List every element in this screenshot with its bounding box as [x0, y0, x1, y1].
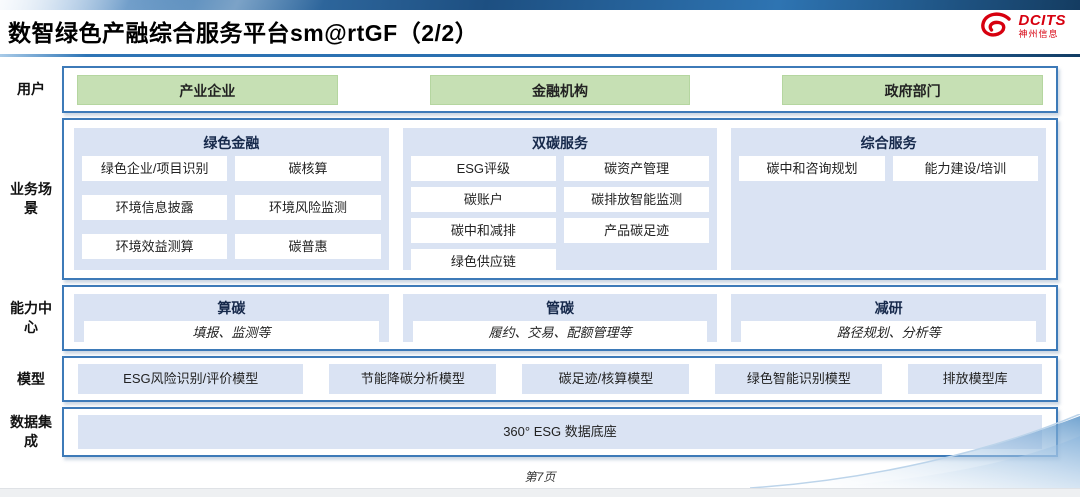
scenarios-row-box: 绿色金融 绿色企业/项目识别 碳核算 环境信息披露 环境风险监测 环境效益测算 …: [62, 118, 1058, 280]
architecture-diagram: 用户 产业企业 金融机构 政府部门 业务场景 绿色金融 绿色企业/项目识别 碳核…: [0, 66, 1058, 459]
row-models: 模型 ESG风险识别/评价模型 节能降碳分析模型 碳足迹/核算模型 绿色智能识别…: [0, 356, 1058, 402]
row-business-scenarios: 业务场景 绿色金融 绿色企业/项目识别 碳核算 环境信息披露 环境风险监测 环境…: [0, 118, 1058, 280]
logo-text: DCITS 神州信息: [1019, 13, 1067, 39]
data-integration-row-box: 360° ESG 数据底座: [62, 407, 1058, 457]
capability-desc: 履约、交易、配额管理等: [412, 321, 708, 345]
capability-panel-reduce-research: 减研 路径规划、分析等: [731, 294, 1047, 345]
model-item: ESG风险识别/评价模型: [78, 364, 304, 394]
dcits-logo: DCITS 神州信息: [977, 12, 1067, 40]
capability-panel-manage-carbon: 管碳 履约、交易、配额管理等: [402, 294, 718, 345]
capability-desc: 填报、监测等: [84, 321, 379, 345]
user-type-industry: 产业企业: [77, 74, 338, 105]
model-item: 排放模型库: [908, 364, 1042, 394]
panel-title-green-finance: 绿色金融: [203, 135, 260, 151]
row-label-data-integration: 数据集成: [10, 414, 52, 449]
comprehensive-services-grid: 碳中和咨询规划 能力建设/培训: [739, 156, 1039, 181]
green-finance-grid: 绿色企业/项目识别 碳核算 环境信息披露 环境风险监测 环境效益测算 碳普惠: [82, 156, 381, 259]
row-label-users: 用户: [17, 81, 45, 98]
scenario-item: 碳资产管理: [564, 156, 710, 181]
panel-dual-carbon: 双碳服务 ESG评级 碳资产管理 碳账户 碳排放智能监测 碳中和减排 产品碳足迹…: [402, 128, 718, 274]
scenario-item: 碳排放智能监测: [564, 187, 710, 212]
capability-title: 算碳: [217, 300, 246, 316]
user-type-government: 政府部门: [782, 74, 1043, 105]
scenario-item: 碳核算: [235, 156, 381, 181]
capability-title: 减研: [874, 300, 903, 316]
top-decoration-bar: [0, 0, 1080, 10]
scenario-item: 碳普惠: [235, 234, 381, 259]
header: 数智绿色产融综合服务平台sm@rtGF（2/2） DCITS 神州信息: [0, 10, 1080, 55]
row-capability-center: 能力中心 算碳 填报、监测等 管碳 履约、交易、配额管理等 减研 路径规划、分析…: [0, 285, 1058, 351]
row-label-models: 模型: [17, 370, 45, 387]
scenario-item: 碳中和咨询规划: [739, 156, 885, 181]
logo-brand: DCITS: [1018, 12, 1066, 29]
capability-title: 管碳: [546, 300, 574, 316]
users-row-box: 产业企业 金融机构 政府部门: [62, 66, 1058, 113]
panel-green-finance: 绿色金融 绿色企业/项目识别 碳核算 环境信息披露 环境风险监测 环境效益测算 …: [74, 128, 389, 270]
panel-title-comprehensive-services: 综合服务: [860, 135, 917, 151]
scenario-item: ESG评级: [410, 156, 556, 181]
dcits-swirl-icon: [980, 12, 1011, 37]
model-item: 节能降碳分析模型: [329, 364, 497, 394]
capability-desc: 路径规划、分析等: [741, 321, 1037, 345]
row-users: 用户 产业企业 金融机构 政府部门: [0, 66, 1058, 113]
scenario-item: 能力建设/培训: [892, 156, 1039, 181]
scenario-item: 环境信息披露: [82, 195, 228, 220]
model-item: 绿色智能识别模型: [715, 364, 883, 394]
row-data-integration: 数据集成 360° ESG 数据底座: [0, 407, 1058, 457]
models-row-box: ESG风险识别/评价模型 节能降碳分析模型 碳足迹/核算模型 绿色智能识别模型 …: [62, 356, 1058, 402]
scenario-item: 绿色供应链: [410, 249, 556, 274]
page-number: 第7页: [524, 470, 556, 484]
esg-data-base: 360° ESG 数据底座: [78, 415, 1042, 449]
capability-panel-calc-carbon: 算碳 填报、监测等: [74, 294, 389, 345]
scenario-item: 碳中和减排: [410, 218, 556, 243]
user-type-financial: 金融机构: [429, 74, 691, 105]
title-divider: [0, 54, 1080, 57]
capability-row-box: 算碳 填报、监测等 管碳 履约、交易、配额管理等 减研 路径规划、分析等: [62, 285, 1058, 351]
row-label-capability-center: 能力中心: [10, 300, 52, 335]
scenario-item: 产品碳足迹: [564, 218, 710, 243]
bottom-decoration-bar: [0, 488, 1080, 497]
logo-company: 神州信息: [1018, 29, 1059, 39]
scenario-item: 碳账户: [410, 187, 556, 212]
scenario-item: 环境风险监测: [235, 195, 381, 220]
panel-comprehensive-services: 综合服务 碳中和咨询规划 能力建设/培训: [731, 128, 1047, 270]
row-label-business-scenarios: 业务场景: [10, 181, 52, 216]
scenario-item: 环境效益测算: [82, 234, 228, 259]
panel-title-dual-carbon: 双碳服务: [532, 135, 588, 151]
page-title: 数智绿色产融综合服务平台sm@rtGF（2/2）: [8, 20, 479, 46]
model-item: 碳足迹/核算模型: [522, 364, 690, 394]
dual-carbon-grid: ESG评级 碳资产管理 碳账户 碳排放智能监测 碳中和减排 产品碳足迹 绿色供应…: [410, 156, 710, 274]
scenario-item: 绿色企业/项目识别: [82, 156, 228, 181]
